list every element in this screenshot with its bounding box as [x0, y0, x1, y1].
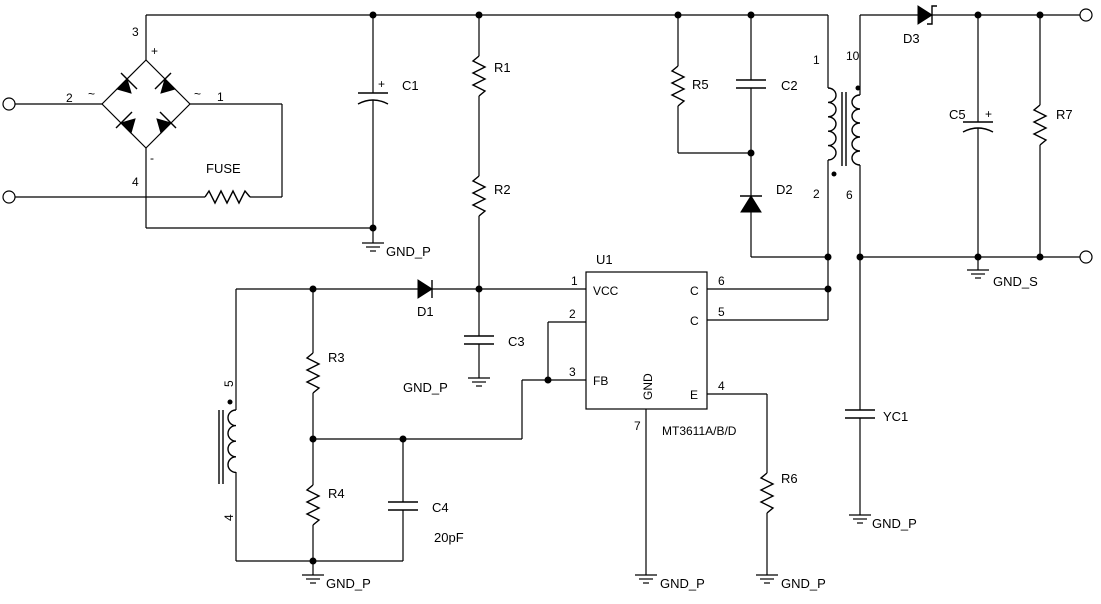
output-terminal-neg — [1079, 250, 1093, 264]
bridge-pin-top: 3 — [132, 25, 139, 39]
gnd-s-label: GND_S — [993, 274, 1038, 289]
u1-vcc: VCC — [593, 284, 619, 298]
feedback-divider: R3 R4 C4 20pF — [305, 289, 523, 575]
c2-label: C2 — [781, 78, 798, 93]
r4-label: R4 — [328, 486, 345, 501]
r7-label: R7 — [1056, 107, 1073, 122]
u1-pin6: 6 — [718, 274, 725, 288]
ac-terminal-l — [2, 97, 16, 111]
c4-value: 20pF — [434, 530, 464, 545]
aux-pin-4: 4 — [222, 514, 236, 521]
d3-label: D3 — [903, 31, 920, 46]
diode-d1 — [417, 279, 433, 299]
u1-body — [585, 271, 708, 410]
resistor-r3 — [305, 352, 321, 394]
bridge-pin-left: 2 — [66, 91, 73, 105]
xfmr-pin-6: 6 — [846, 188, 853, 202]
ac-input — [2, 97, 205, 204]
gnd-yc1-label: GND_P — [872, 516, 917, 531]
u1-pin2: 2 — [569, 307, 576, 321]
c4-label: C4 — [432, 500, 449, 515]
c3-label: C3 — [508, 334, 525, 349]
aux-pin-5: 5 — [222, 380, 236, 387]
u1-fb: FB — [593, 374, 608, 388]
resistor-r2: R2 — [471, 175, 511, 289]
c1-label: C1 — [402, 78, 419, 93]
c5-polarity: + — [985, 107, 992, 121]
u1-c-bot: C — [690, 314, 699, 328]
junctions — [309, 11, 1044, 565]
u1-part: MT3611A/B/D — [662, 424, 737, 438]
gnd-u1-label: GND_P — [660, 576, 705, 591]
ground-u1: GND_P — [635, 574, 705, 591]
fuse-label: FUSE — [206, 161, 241, 176]
resistor-r6: R6 — [759, 394, 798, 575]
output-stage: D3 C5 + R7 — [860, 5, 1093, 270]
bridge-diode-4 — [156, 118, 172, 134]
bridge-diode-3 — [120, 118, 136, 134]
yc1-label: YC1 — [883, 409, 908, 424]
capacitor-yc1: YC1 — [845, 402, 908, 515]
bridge-plus: + — [151, 44, 158, 58]
r5-label: R5 — [692, 77, 709, 92]
gnd-r4-label: GND_P — [326, 576, 371, 591]
snubber: R5 C2 D2 — [670, 15, 828, 258]
gnd-c1-label: GND_P — [386, 244, 431, 259]
c1-polarity: + — [378, 77, 385, 91]
u1-gnd: GND — [641, 373, 655, 400]
xfmr-pin-2: 2 — [813, 187, 820, 201]
u1-e: E — [690, 388, 698, 402]
ac-terminal-n — [2, 190, 16, 204]
bridge-pin-bottom: 4 — [132, 175, 139, 189]
vcc-supply: D1 C3 — [236, 279, 525, 378]
u1-pin5: 5 — [718, 305, 725, 319]
resistor-r5 — [670, 65, 686, 107]
r2-label: R2 — [494, 182, 511, 197]
bridge-rectifier: 2 1 3 4 + - ~ ~ — [66, 15, 283, 228]
gnd-r6-label: GND_P — [781, 576, 826, 591]
d1-label: D1 — [417, 304, 434, 319]
aux-winding: 5 4 — [218, 289, 313, 562]
fuse: FUSE — [204, 161, 251, 205]
ground-r4: GND_P — [302, 574, 371, 591]
resistor-r7 — [1032, 104, 1048, 146]
u1-pin1: 1 — [571, 274, 578, 288]
ground-c1: GND_P — [362, 242, 431, 259]
capacitor-c1: + C1 — [357, 15, 419, 243]
u1-pin3: 3 — [569, 365, 576, 379]
aux-winding-coil — [227, 409, 237, 474]
bridge-minus: - — [150, 151, 154, 165]
u1-pin7: 7 — [634, 419, 641, 433]
bridge-ac-left: ~ — [88, 87, 95, 101]
r1-label: R1 — [494, 60, 511, 75]
ground-secondary: GND_S — [967, 269, 1038, 289]
ground-yc1: GND_P — [849, 514, 917, 531]
secondary-winding — [851, 94, 861, 166]
diode-d2 — [740, 195, 762, 213]
ground-r6: GND_P — [756, 574, 826, 591]
ground-c3: GND_P — [403, 377, 490, 395]
controller-u1: U1 MT3611A/B/D 1 2 3 4 5 6 7 VCC FB C C … — [479, 252, 828, 575]
primary-winding — [827, 87, 837, 161]
xfmr-pin-10: 10 — [846, 49, 860, 63]
resistor-r1: R1 — [471, 15, 511, 176]
resistor-r4 — [305, 484, 321, 526]
c5-label: C5 — [949, 107, 966, 122]
u1-ref: U1 — [596, 252, 613, 267]
transformer: 1 2 10 6 — [813, 15, 861, 402]
bridge-pin-right: 1 — [217, 90, 224, 104]
output-terminal-pos — [1079, 8, 1093, 22]
bridge-ac-right: ~ — [194, 87, 201, 101]
u1-c-top: C — [690, 284, 699, 298]
bridge-diode-2 — [160, 78, 176, 94]
r6-label: R6 — [781, 471, 798, 486]
xfmr-pin-1: 1 — [813, 53, 820, 67]
d2-label: D2 — [776, 182, 793, 197]
u1-pin4: 4 — [718, 379, 725, 393]
r3-label: R3 — [328, 350, 345, 365]
bridge-diode-1 — [116, 78, 132, 94]
diode-d3 — [917, 5, 933, 25]
gnd-c3-label: GND_P — [403, 380, 448, 395]
